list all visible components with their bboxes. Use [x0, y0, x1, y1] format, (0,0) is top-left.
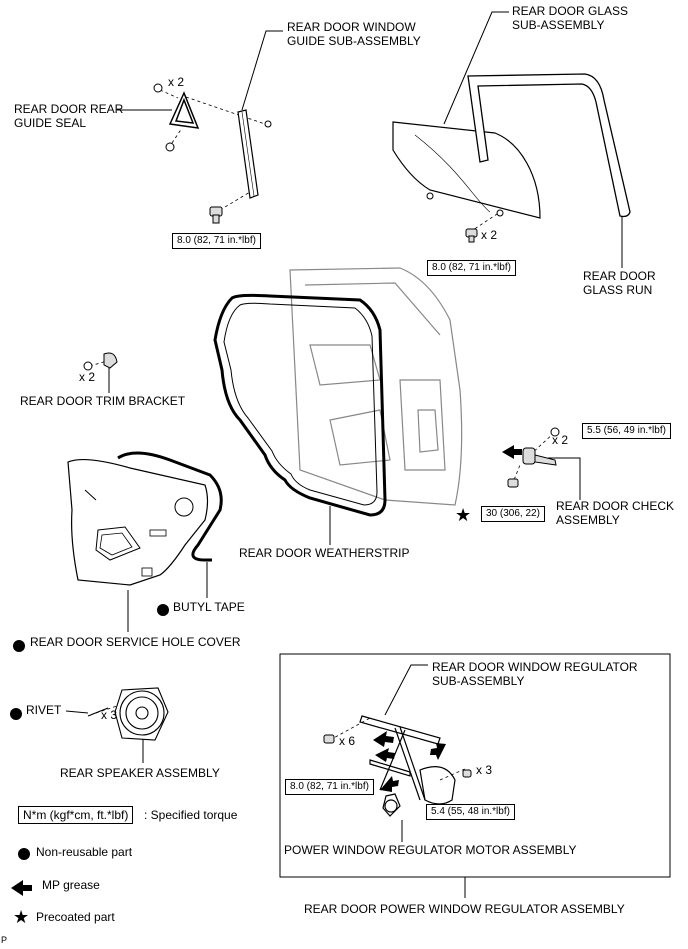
torque-motor-bolt: 5.4 (55, 48 in.*lbf): [426, 804, 515, 820]
label-window-guide: REAR DOOR WINDOW GUIDE SUB-ASSEMBLY: [287, 20, 421, 48]
label-regulator-sub-line1: REAR DOOR WINDOW REGULATOR: [432, 660, 638, 674]
label-glass-run-line2: GLASS RUN: [583, 283, 653, 297]
speaker-drawing: [114, 687, 169, 741]
leader-glass: [443, 11, 509, 125]
label-check-assembly: REAR DOOR CHECK ASSEMBLY: [556, 499, 674, 527]
label-regulator-sub: REAR DOOR WINDOW REGULATOR SUB-ASSEMBLY: [432, 660, 638, 688]
label-regulator-assembly: REAR DOOR POWER WINDOW REGULATOR ASSEMBL…: [304, 902, 625, 916]
guide-seal-drawing: [168, 91, 200, 129]
leader-rivet: [65, 710, 89, 714]
legend-torque-box: N*m (kgf*cm, ft.*lbf): [18, 806, 134, 824]
footer-code: P: [1, 935, 8, 945]
legend-precoated: Precoated part: [36, 910, 115, 924]
label-trim-bracket: REAR DOOR TRIM BRACKET: [20, 394, 186, 408]
service-hole-cover-drawing: [67, 458, 209, 586]
glass-run-drawing: [467, 73, 631, 218]
legend-precoated-icon: ★: [13, 907, 30, 927]
leader-regulator: [384, 664, 428, 716]
legend-torque-desc: : Specified torque: [144, 808, 238, 822]
legend-non-reusable-icon: [18, 848, 30, 860]
legend-non-reusable: Non-reusable part: [36, 845, 133, 859]
label-check-assembly-line1: REAR DOOR CHECK: [556, 499, 675, 513]
leader-guide: [241, 30, 283, 111]
label-weatherstrip: REAR DOOR WEATHERSTRIP: [239, 546, 410, 560]
torque-check-nut: 5.5 (56, 49 in.*lbf): [582, 423, 671, 439]
label-rivet: RIVET: [26, 703, 62, 717]
leader-check: [548, 457, 581, 500]
legend-mp-grease: MP grease: [42, 878, 100, 892]
door-glass-drawing: [392, 121, 541, 219]
precoated-star-icon: ★: [455, 505, 472, 525]
label-door-glass-line1: REAR DOOR GLASS: [512, 4, 629, 18]
label-window-guide-line1: REAR DOOR WINDOW: [287, 20, 416, 34]
label-regulator-sub-line2: SUB-ASSEMBLY: [432, 674, 525, 688]
qty-motor-bolt: x 3: [476, 763, 493, 777]
label-rear-guide-seal-line2: GUIDE SEAL: [14, 116, 87, 130]
door-panel-drawing: [289, 267, 463, 506]
qty-regulator-bolt: x 6: [339, 734, 356, 748]
regulator-drawing: [359, 715, 456, 817]
weatherstrip-inner: [223, 302, 378, 506]
non-reusable-dot-rivet: [10, 708, 22, 720]
non-reusable-dot-butyl: [157, 604, 169, 616]
label-motor-assembly: POWER WINDOW REGULATOR MOTOR ASSEMBLY: [284, 843, 577, 857]
label-door-glass-line2: SUB-ASSEMBLY: [512, 18, 605, 32]
torque-regulator-bolt: 8.0 (82, 71 in.*lbf): [285, 779, 374, 795]
qty-glass-bolt: x 2: [481, 228, 498, 242]
qty-trim-bracket: x 2: [79, 370, 96, 384]
torque-check-bolt: 30 (306, 22): [481, 506, 545, 522]
label-window-guide-line2: GUIDE SUB-ASSEMBLY: [287, 34, 421, 48]
label-rear-guide-seal: REAR DOOR REAR GUIDE SEAL: [14, 102, 123, 130]
qty-seal-screw: x 2: [168, 75, 185, 89]
torque-guide-bolt: 8.0 (82, 71 in.*lbf): [172, 233, 261, 249]
label-rear-guide-seal-line1: REAR DOOR REAR: [14, 102, 124, 116]
qty-check-nut: x 2: [552, 433, 569, 447]
label-glass-run: REAR DOOR GLASS RUN: [583, 269, 656, 297]
label-check-assembly-line2: ASSEMBLY: [556, 513, 620, 527]
qty-rivet: x 3: [101, 708, 118, 722]
label-glass-run-line1: REAR DOOR: [583, 269, 656, 283]
non-reusable-dot-cover: [13, 640, 25, 652]
label-service-hole-cover: REAR DOOR SERVICE HOLE COVER: [30, 635, 241, 649]
label-butyl-tape: BUTYL TAPE: [173, 600, 245, 614]
label-speaker: REAR SPEAKER ASSEMBLY: [60, 766, 220, 780]
weatherstrip-drawing: [213, 293, 387, 517]
butyl-tape-drawing: [117, 451, 223, 562]
torque-glass-bolt: 8.0 (82, 71 in.*lbf): [427, 260, 516, 276]
label-door-glass: REAR DOOR GLASS SUB-ASSEMBLY: [512, 4, 628, 32]
grease-arrows: [11, 445, 522, 896]
